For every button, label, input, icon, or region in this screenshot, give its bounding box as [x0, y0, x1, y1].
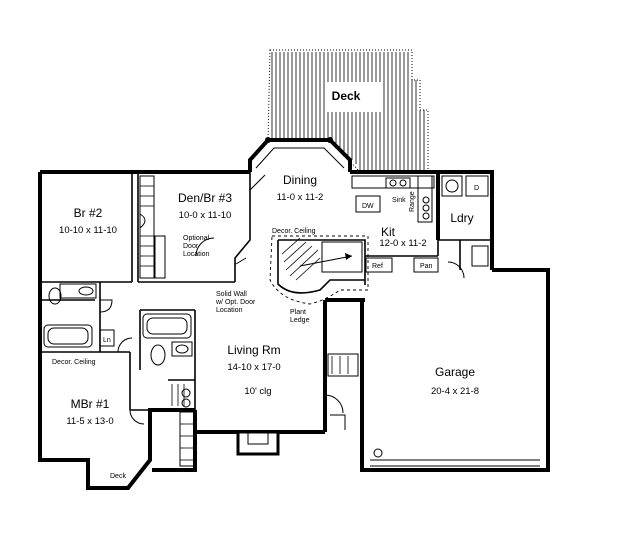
decor-ceiling-mbr: Decor. Ceiling: [52, 359, 96, 366]
deck-hatching: [267, 49, 429, 173]
fireplace: [236, 430, 280, 456]
plant-ledge-note: Plant Ledge: [290, 309, 310, 324]
den-label: Den/Br #3: [178, 191, 232, 205]
living-ceiling: 10' clg: [244, 386, 271, 397]
kit-size: 12-0 x 11-2: [379, 238, 426, 249]
ln-label: Ln: [103, 337, 111, 344]
sink-label: Sink: [392, 197, 406, 204]
dining-size: 11-0 x 11-2: [277, 192, 324, 203]
optional-door-note: Optional Door Location: [183, 235, 211, 258]
dryer-label: D: [474, 185, 479, 192]
mbr-size: 11-5 x 13-0: [66, 416, 113, 427]
decor-ceiling-kit: Decor. Ceiling: [272, 228, 316, 235]
garage-label: Garage: [435, 365, 475, 379]
kit-label: Kit: [381, 225, 396, 239]
stairs: [269, 235, 369, 305]
deck-label: Deck: [332, 89, 361, 103]
mbr-label: MBr #1: [71, 397, 110, 411]
solid-wall-note: Solid Wall w/ Opt. Door Location: [215, 291, 257, 314]
kitchen-fixtures: [351, 175, 489, 273]
dining-label: Dining: [283, 173, 317, 187]
ldry-label: Ldry: [450, 211, 473, 225]
exterior-walls: [38, 138, 550, 490]
deck-small-label: Deck: [110, 473, 126, 480]
closets: [139, 175, 195, 467]
dining-bay-window: [249, 137, 345, 191]
dw-label: DW: [362, 203, 374, 210]
garage-size: 20-4 x 21-8: [431, 386, 479, 397]
bath-fixtures: [43, 283, 193, 408]
interior-walls: [40, 172, 492, 411]
br2-size: 10-10 x 11-10: [59, 225, 117, 236]
pan-label: Pan: [420, 263, 433, 270]
ref-label: Ref: [372, 263, 383, 270]
garage-door: [370, 448, 540, 467]
living-label: Living Rm: [227, 343, 280, 357]
range-label: Range: [409, 191, 416, 212]
br2-label: Br #2: [74, 206, 103, 220]
living-size: 14-10 x 17-0: [227, 362, 280, 373]
doors: [99, 237, 465, 430]
den-size: 10-0 x 11-10: [179, 210, 232, 221]
